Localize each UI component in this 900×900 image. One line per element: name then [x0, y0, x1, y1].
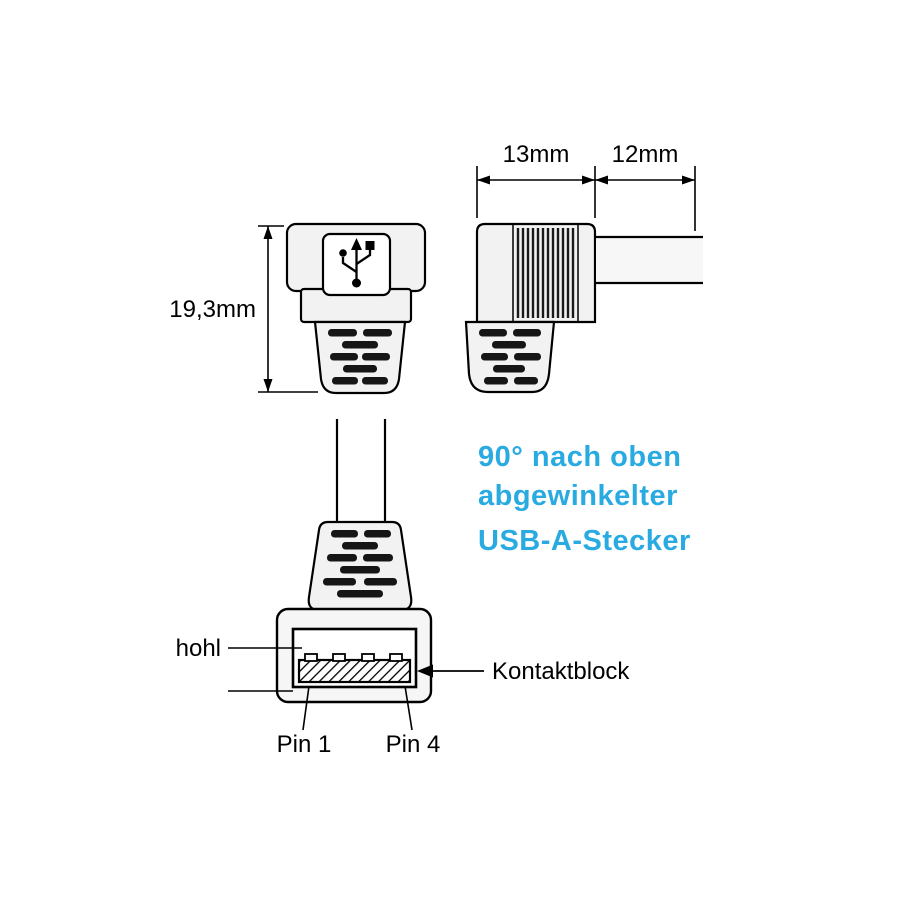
pin4-leader-line	[404, 685, 413, 731]
front-strain-relief	[313, 320, 407, 395]
body-width-dimension-label: 13mm	[503, 141, 570, 168]
side-grip-ribs	[516, 228, 575, 318]
side-strain-relief	[464, 320, 556, 394]
height-dimension-label: 19,3mm	[169, 296, 256, 323]
pin4-label: Pin 4	[386, 731, 441, 758]
callouts: hohl Kontaktblock Pin 1 Pin 4	[176, 635, 631, 758]
cable-outline	[595, 235, 703, 285]
contact-block-arrowhead	[417, 664, 433, 678]
contact-block-label: Kontaktblock	[492, 658, 630, 685]
caption-line-3: USB-A-Stecker	[478, 525, 691, 557]
contact-block	[297, 658, 412, 684]
contacts	[304, 653, 403, 662]
caption-line-2: abgewinkelter	[478, 480, 678, 512]
usb-trident-icon	[339, 238, 375, 288]
front-view	[285, 222, 427, 395]
bottom-strain-relief-slots	[323, 530, 397, 598]
side-body	[475, 222, 597, 324]
caption: 90° nach oben abgewinkelter USB-A-Stecke…	[478, 441, 691, 557]
caption-line-1: 90° nach oben	[478, 441, 681, 473]
pin1-label: Pin 1	[277, 731, 332, 758]
pin1-leader-line	[302, 685, 310, 731]
hollow-label: hohl	[176, 635, 221, 662]
height-dimension: 19,3mm	[169, 225, 318, 393]
side-strain-relief-slots	[479, 329, 541, 385]
side-view	[464, 222, 703, 394]
width-dimensions: 13mm 12mm	[476, 141, 696, 231]
cable-fill	[596, 238, 703, 282]
bottom-view	[275, 419, 433, 704]
front-strain-relief-slots	[328, 329, 392, 385]
cable-length-dimension-label: 12mm	[612, 141, 679, 168]
